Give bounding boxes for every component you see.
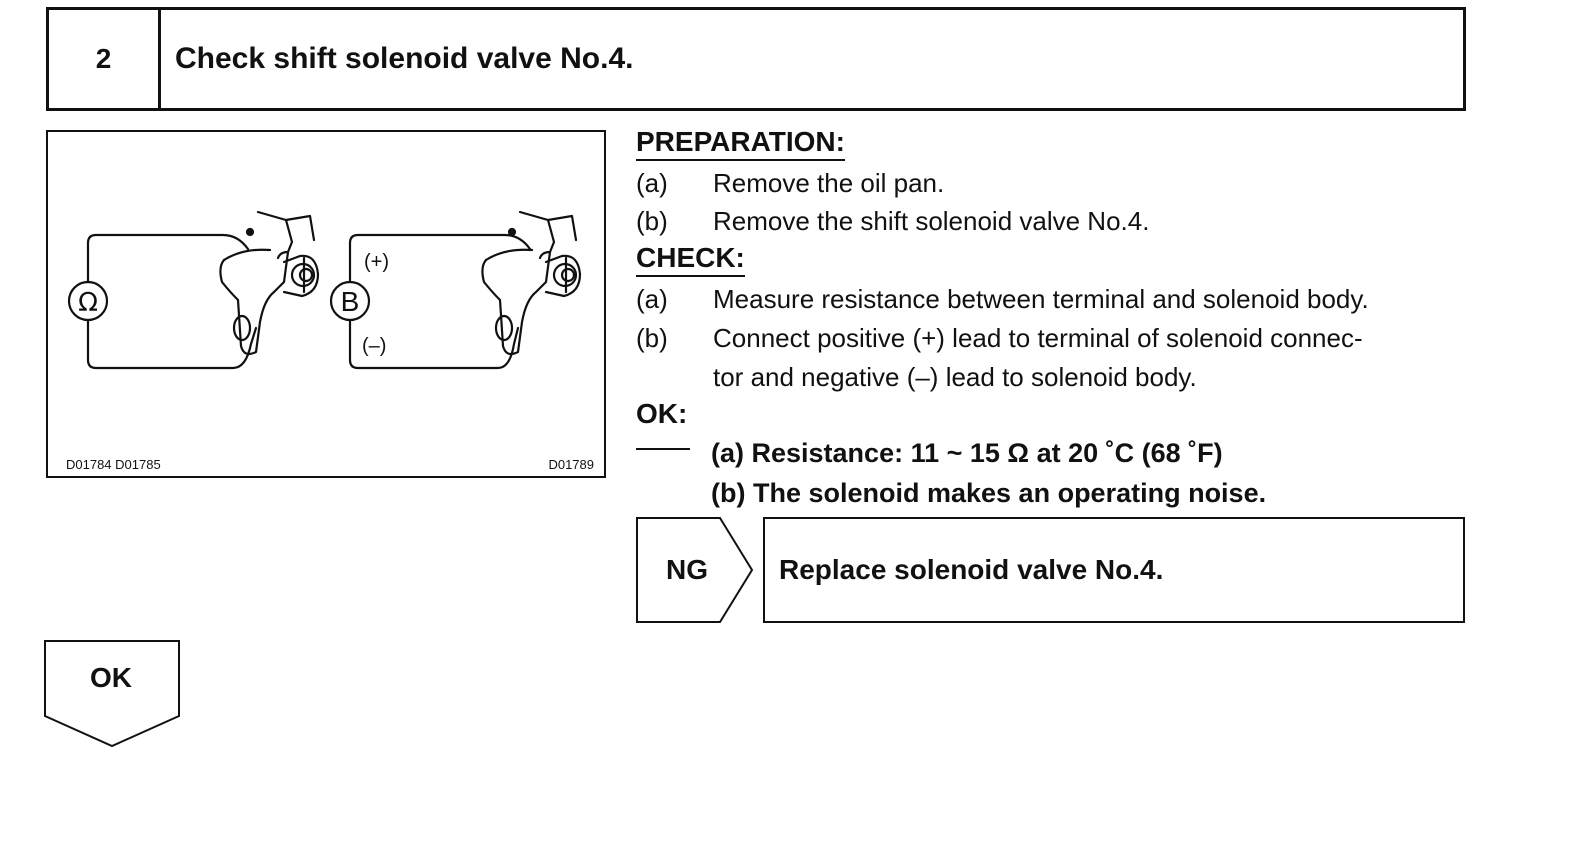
ng-tag: NG [636,517,754,623]
solenoid-right [481,210,582,356]
ok-flow-label: OK [90,662,132,693]
preparation-item: (b) Remove the shift solenoid valve No.4… [636,202,1456,240]
step-number: 2 [49,10,161,108]
item-label: (b) [636,206,668,236]
negative-label: (–) [362,335,386,357]
step-header: 2 Check shift solenoid valve No.4. [46,7,1466,111]
check-item: (a) Measure resistance between terminal … [636,280,1476,318]
item-text: Remove the shift solenoid valve No.4. [713,206,1150,236]
item-label: (a) [636,168,668,198]
ng-arrow-shape [636,517,754,623]
positive-label: (+) [364,251,389,273]
solenoid-left [219,210,320,356]
item-label: (a) [636,284,668,314]
ok-criterion: (a) Resistance: 11 ~ 15 Ω at 20 ˚C (68 ˚… [711,438,1223,468]
check-item: (b) Connect positive (+) lead to termina… [636,319,1476,357]
item-label: (b) [636,323,668,353]
ng-action-box: Replace solenoid valve No.4. [763,517,1465,623]
battery-symbol [329,280,371,322]
ok-heading: OK: [636,398,690,450]
check-item-continuation: tor and negative (–) lead to solenoid bo… [713,362,1197,392]
ohmmeter-symbol [67,280,109,322]
ng-action-text: Replace solenoid valve No.4. [779,554,1164,585]
item-text: Remove the oil pan. [713,168,945,198]
check-heading: CHECK: [636,242,745,277]
ok-flow-tag: OK [44,640,182,748]
figure-code-right: D01789 [548,457,594,472]
ok-arrow-shape [44,640,180,748]
ng-label: NG [666,554,708,585]
step-title: Check shift solenoid valve No.4. [175,42,634,75]
ohmmeter-wire [86,233,250,284]
figure-code-left: D01784 D01785 [66,457,161,472]
solenoid-test-illustration: Ω B (+) (–) D01784 D01785 D01789 [46,130,606,478]
circuit-diagram: Ω B (+) (–) [67,210,582,370]
battery-wire [348,233,532,284]
item-text: Measure resistance between terminal and … [713,284,1369,314]
preparation-heading: PREPARATION: [636,126,845,161]
preparation-item: (a) Remove the oil pan. [636,164,1456,202]
battery-label: B [341,286,360,317]
item-text: Connect positive (+) lead to terminal of… [713,323,1363,353]
ok-criterion: (b) The solenoid makes an operating nois… [711,478,1267,508]
ohmmeter-label: Ω [78,288,98,318]
